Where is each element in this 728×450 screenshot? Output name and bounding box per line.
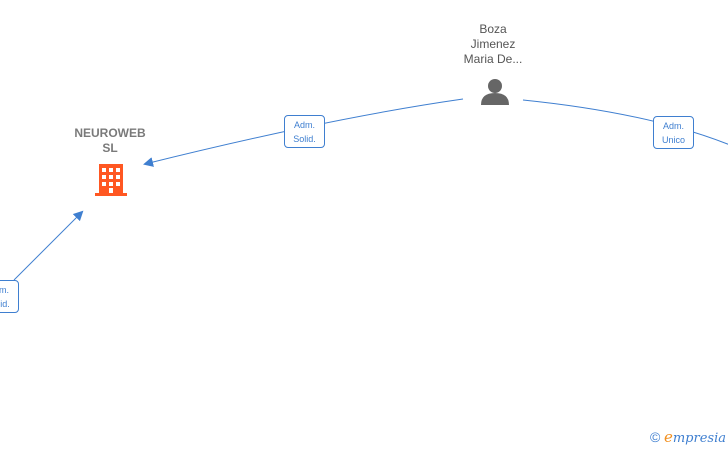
person-name-line3: Maria De... <box>463 52 523 66</box>
edge-line-left-to-company <box>13 210 84 281</box>
copyright-symbol: © <box>650 429 661 445</box>
edge-label-line1: Adm. <box>0 285 9 295</box>
brand-logo-e: e <box>663 428 673 446</box>
edge-label-line2: Solid. <box>293 134 316 144</box>
edge-label-line2: Unico <box>661 135 685 145</box>
person-name-line2: Jimenez <box>470 37 516 51</box>
edge-label-line1: Adm. <box>662 121 684 131</box>
edge-line-person-to-right <box>522 99 728 145</box>
brand-footer[interactable]: © empresia <box>650 428 726 446</box>
company-name-label[interactable]: NEUROWEB SL <box>50 126 170 156</box>
person-name-line1: Boza <box>479 22 507 36</box>
edge-label-line2: Solid. <box>0 299 10 309</box>
person-name-label[interactable]: Boza Jimenez Maria De... <box>433 22 553 67</box>
edge-label-line1: Adm. <box>293 120 315 130</box>
edge-label-adm-unico[interactable]: Adm. Unico <box>653 116 694 149</box>
edge-label-adm-solid-2[interactable]: Adm. Solid. <box>0 280 19 313</box>
brand-logo-text: mpresia <box>672 431 726 446</box>
building-icon[interactable] <box>95 164 127 196</box>
company-name-line1: NEUROWEB <box>74 126 146 140</box>
edge-label-adm-solid-1[interactable]: Adm. Solid. <box>284 115 325 148</box>
company-name-line2: SL <box>102 141 118 155</box>
person-icon[interactable] <box>481 79 509 105</box>
